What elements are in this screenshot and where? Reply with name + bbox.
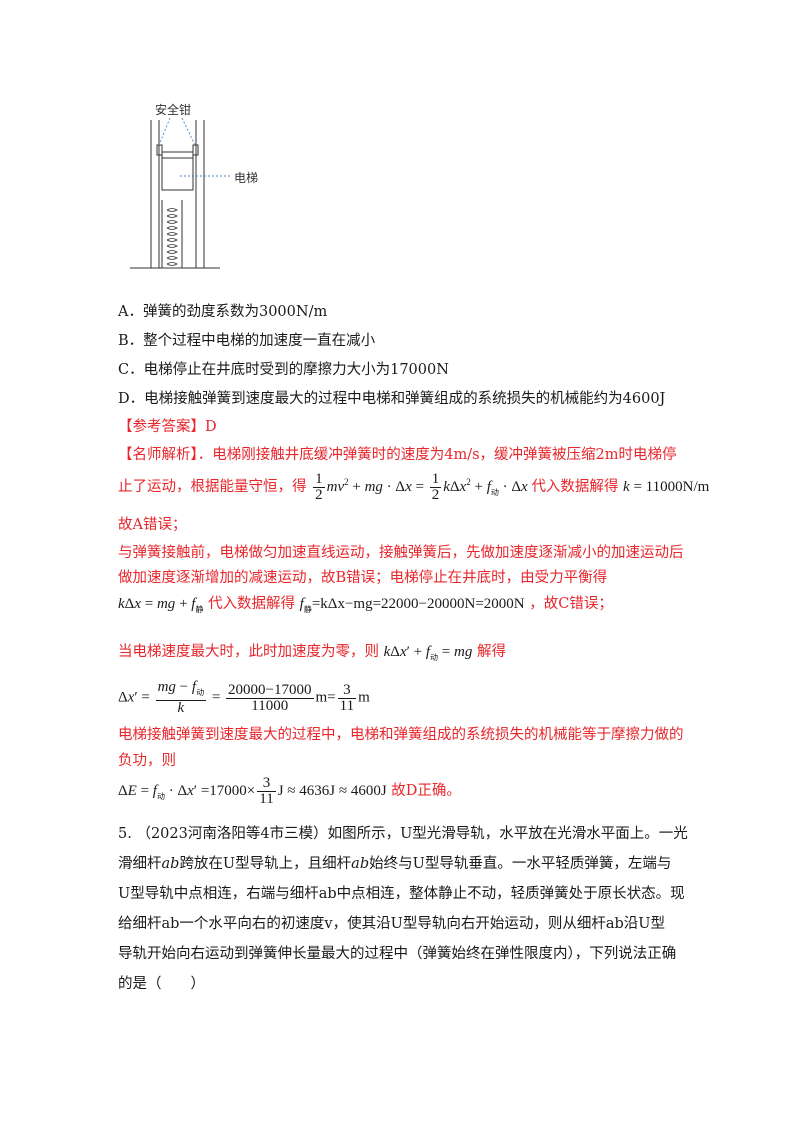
- option-letter: B．: [118, 333, 144, 349]
- question5-line-3: U型导轨中点相连，右端与细杆ab中点相连，整体静止不动，轻质弹簧处于原长状态。现: [118, 886, 685, 902]
- equals-sign: =: [211, 689, 221, 706]
- elevator-figure: 安全钳 电梯: [130, 100, 270, 275]
- analysis-text: 故D正确。: [391, 782, 461, 799]
- analysis-line-3: 故A错误；: [118, 517, 187, 533]
- question5-line-4: 给细杆ab一个水平向右的初速度v，使其沿U型导轨向右开始运动，则从细杆ab沿U型: [118, 916, 665, 932]
- clamp-label: 安全钳: [155, 103, 192, 117]
- option-text: 电梯停止在井底时受到的摩擦力大小为17000N: [143, 362, 449, 378]
- question-text: 始终与U型导轨垂直。一水平轻质弹簧，左端与: [369, 856, 672, 872]
- fraction-numerator: 3: [337, 682, 357, 699]
- friction-equation: =kΔx−mg=22000−20000N=2000N: [311, 596, 525, 612]
- friction-result: f静=kΔx−mg=22000−20000N=2000N: [299, 596, 525, 614]
- k-value: = 11000N/m: [633, 478, 710, 495]
- analysis-line-10: 负功，则: [118, 753, 176, 769]
- option-text: 整个过程中电梯的加速度一直在减小: [143, 333, 376, 349]
- analysis-text: 止了运动，根据能量守恒，得: [118, 478, 307, 495]
- option-letter: D．: [118, 391, 145, 407]
- analysis-line-9: 电梯接触弹簧到速度最大的过程中，电梯和弹簧组成的系统损失的机械能等于摩擦力做的: [118, 727, 684, 743]
- k-result: k = 11000N/m: [623, 478, 710, 495]
- analysis-text: 当电梯速度最大时，此时加速度为零，则: [118, 644, 379, 660]
- analysis-text: ，故C错误；: [529, 596, 613, 612]
- question5-line-5: 导轨开始向右运动到弹簧伸长量最大的过程中（弹簧始终在弹性限度内），下列说法正确: [118, 946, 677, 962]
- option-letter: C．: [118, 362, 144, 378]
- analysis-line-4: 与弹簧接触前，电梯做匀加速直线运动，接触弹簧后，先做加速度逐渐减小的加速运动后: [118, 545, 684, 561]
- elevator-label: 电梯: [234, 171, 259, 185]
- unit-text: m=: [315, 689, 336, 706]
- option-c: C．电梯停止在井底时受到的摩擦力大小为17000N: [118, 358, 449, 379]
- option-letter: A．: [118, 304, 143, 320]
- option-a: A．弹簧的劲度系数为3000N/m: [118, 300, 327, 321]
- option-text: 弹簧的劲度系数为3000N/m: [142, 304, 328, 320]
- fraction-numerator: 20000−17000: [226, 681, 314, 699]
- reference-answer: 【参考答案】D: [118, 419, 217, 435]
- analysis-line-5: 做加速度逐渐增加的减速运动，故B错误；电梯停止在井底时，由受力平衡得: [118, 570, 608, 586]
- question-text: ab: [351, 856, 370, 872]
- energy-loss-b: J ≈ 4636J ≈ 4600J: [277, 782, 387, 799]
- analysis-line-1: 【名师解析】．电梯刚接触井底缓冲弹簧时的速度为4m/s，缓冲弹簧被压缩2m时电梯…: [118, 447, 677, 463]
- question-text: 跨放在U型导轨上，且细杆: [179, 856, 352, 872]
- force-balance: kΔx = mg + f静: [118, 596, 204, 614]
- question-text: ab: [161, 856, 180, 872]
- question5-line-6: 的是（ ）: [118, 976, 205, 992]
- question-text: 滑细杆: [118, 856, 162, 872]
- fraction-denominator: 11: [339, 697, 355, 714]
- fraction-denominator: 11000: [251, 697, 289, 714]
- analysis-line-7: 当电梯速度最大时，此时加速度为零，则 kΔx′ + f动 = mg 解得: [118, 640, 506, 663]
- option-b: B．整个过程中电梯的加速度一直在减小: [118, 329, 375, 350]
- question5-line-1: 5. （2023河南洛阳等4市三模）如图所示，U型光滑导轨，水平放在光滑水平面上…: [118, 826, 688, 842]
- unit-text: m: [358, 689, 370, 706]
- analysis-text: 解得: [476, 644, 506, 660]
- max-speed-condition: kΔx′ + f动 = mg: [383, 644, 473, 662]
- analysis-text: 代入数据解得: [208, 596, 296, 612]
- option-d: D．电梯接触弹簧到速度最大的过程中电梯和弹簧组成的系统损失的机械能约为4600J: [118, 387, 665, 408]
- question5-line-2: 滑细杆ab跨放在U型导轨上，且细杆ab始终与U型导轨垂直。一水平轻质弹簧，左端与: [118, 852, 671, 873]
- analysis-text: 代入数据解得: [531, 478, 619, 495]
- option-text: 电梯接触弹簧到速度最大的过程中电梯和弹簧组成的系统损失的机械能约为4600J: [144, 391, 666, 407]
- energy-loss-a: =17000×: [200, 782, 256, 799]
- elevator-shaft-diagram: [130, 117, 232, 269]
- analysis-line-6: kΔx = mg + f静 代入数据解得 f静=kΔx−mg=22000−200…: [118, 592, 613, 615]
